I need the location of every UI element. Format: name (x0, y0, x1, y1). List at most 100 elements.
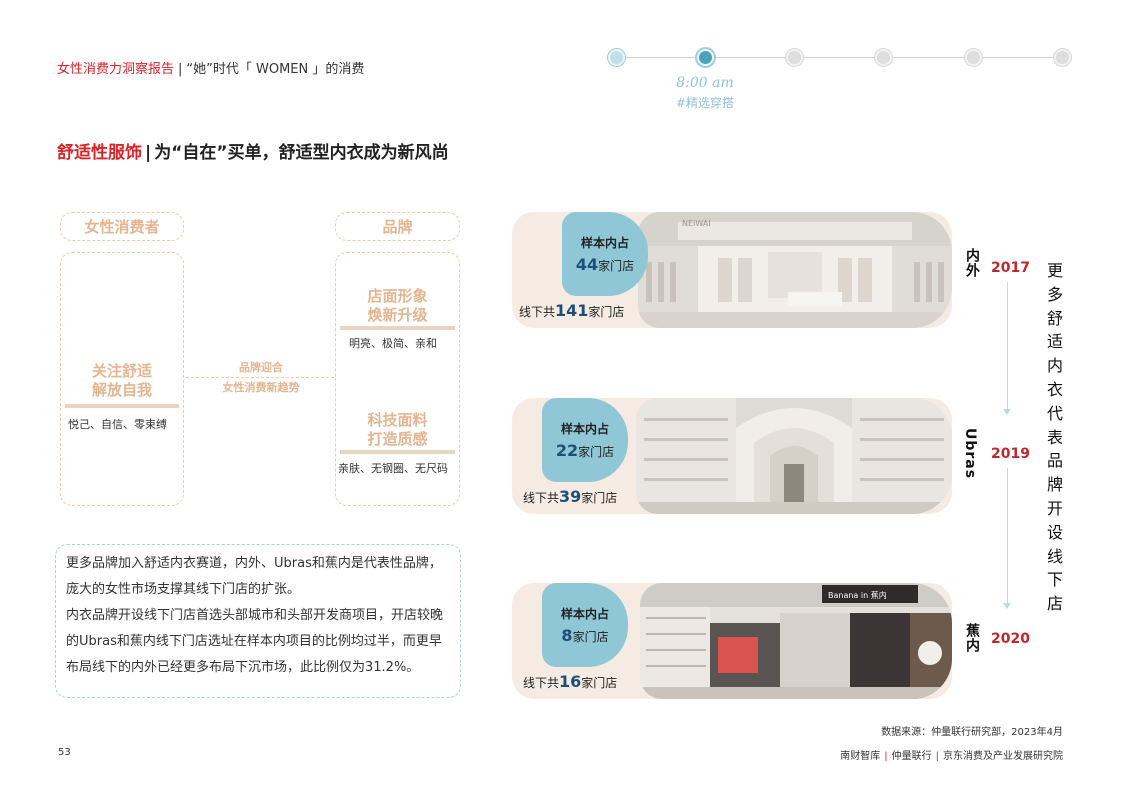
brand-name-neiwai: 内外 (964, 248, 980, 278)
arrow-down-icon (1003, 409, 1011, 415)
consumer-main-label: 关注舒适 解放自我 (60, 362, 184, 400)
store-image-ubras (636, 398, 952, 514)
brand-item2-line-2: 打造质感 (367, 430, 428, 448)
timeline-time: 8:00 am (676, 75, 734, 91)
title-text: 为“自在”买单，舒适型内衣成为新风尚 (154, 143, 449, 163)
page-number: 53 (58, 747, 71, 758)
brand-name-ubras: Ubras (962, 428, 978, 480)
sample-badge-bananain: 样本内占 8家门店 (542, 583, 628, 667)
offline-stores-bananain: 线下共16家门店 (523, 672, 617, 691)
year-connector-2 (1007, 468, 1008, 604)
year-ubras: 2019 (991, 446, 1030, 462)
consumer-head-box: 女性消费者 (60, 212, 184, 241)
footer-orgs: 南财智库|仲量联行|京东消费及产业发展研究院 (840, 747, 1063, 762)
side-caption: 更多舒适内衣代表品牌开设线下店 (1046, 261, 1063, 614)
sample-label: 样本内占 (560, 607, 609, 621)
header-separator: | (178, 62, 183, 77)
report-header: 女性消费力洞察报告|“她”时代「 WOMEN 」的消费 (57, 58, 364, 77)
brand-name-bananain: 蕉内 (964, 623, 980, 653)
brand-item1-label: 店面形象 焕新升级 (335, 287, 460, 325)
consumer-desc: 悦己、自信、零束缚 (68, 418, 167, 431)
offline-prefix: 线下共 (523, 676, 560, 690)
summary-paragraph-2: 内衣品牌开设线下门店首选头部城市和头部开发商项目，开店较晚的Ubras和蕉内线下… (66, 608, 444, 675)
title-highlight: 舒适性服饰 (57, 143, 142, 163)
store-sign-bananain: Banana in 蕉内 (828, 590, 887, 600)
brand-head-box: 品牌 (335, 212, 460, 241)
offline-unit: 家门店 (581, 676, 618, 690)
store-photo-ubras (636, 398, 952, 514)
store-sign-neiwai: NEIWAI (682, 219, 711, 228)
brand-item1-line-2: 焕新升级 (367, 306, 428, 324)
sample-label: 样本内占 (560, 422, 609, 436)
year-bananain: 2020 (991, 631, 1030, 647)
brand-item2-underline (340, 450, 455, 454)
offline-stores-neiwai: 线下共141家门店 (519, 301, 624, 320)
brand-item1-underline (340, 326, 455, 330)
progress-timeline (606, 46, 1076, 76)
sample-unit: 家门店 (598, 259, 635, 273)
sample-number: 8 (561, 626, 573, 645)
offline-unit: 家门店 (588, 305, 625, 319)
store-photo-bananain: Banana in 蕉内 (640, 583, 952, 699)
consumer-head: 女性消费者 (84, 218, 160, 236)
footer-separator: | (935, 751, 939, 762)
consumer-main-line-1: 关注舒适 (91, 362, 152, 380)
timeline-step-6[interactable] (1054, 49, 1071, 66)
offline-number: 141 (555, 301, 589, 320)
brand-item1-line-1: 店面形象 (367, 287, 428, 305)
timeline-step-5[interactable] (965, 49, 982, 66)
offline-prefix: 线下共 (523, 491, 560, 505)
store-image-neiwai: NEIWAI (638, 212, 952, 328)
brand-panel (335, 252, 460, 506)
consumer-main-line-2: 解放自我 (91, 381, 152, 399)
brand-item1-desc: 明亮、极简、亲和 (349, 337, 437, 350)
brand-item2-label: 科技面料 打造质感 (335, 411, 460, 449)
footer-org-1: 南财智库 (840, 751, 881, 762)
timeline-step-1[interactable] (608, 49, 625, 66)
sample-badge-neiwai: 样本内占 44家门店 (562, 212, 648, 296)
data-source: 数据来源：仲量联行研究部，2023年4月 (881, 727, 1063, 738)
sample-number: 44 (575, 255, 599, 274)
summary-paragraph-1: 更多品牌加入舒适内衣赛道，内外、Ubras和蕉内是代表性品牌，庞大的女性市场支撑… (66, 556, 442, 597)
connector-line-1: 品牌迎合 (239, 361, 283, 374)
timeline-step-3[interactable] (786, 49, 803, 66)
timeline-step-4[interactable] (875, 49, 892, 66)
sample-unit: 家门店 (578, 445, 615, 459)
title-separator: | (145, 143, 152, 163)
store-photo-neiwai: NEIWAI (638, 212, 952, 328)
consumer-underline (65, 404, 179, 408)
connector-line (186, 377, 334, 378)
offline-number: 16 (559, 672, 582, 691)
page-title: 舒适性服饰|为“自在”买单，舒适型内衣成为新风尚 (57, 138, 449, 163)
year-connector-1 (1007, 282, 1008, 410)
sample-label: 样本内占 (580, 236, 629, 250)
brand-item2-line-1: 科技面料 (367, 411, 428, 429)
sample-number: 22 (555, 441, 579, 460)
offline-prefix: 线下共 (519, 305, 556, 319)
footer-org-3: 京东消费及产业发展研究院 (943, 751, 1063, 762)
sample-badge-ubras: 样本内占 22家门店 (542, 398, 628, 482)
footer-separator: | (884, 751, 888, 762)
sample-count: 44家门店 (576, 255, 634, 274)
timeline-step-2[interactable] (697, 49, 714, 66)
report-subtitle: “她”时代「 WOMEN 」的消费 (186, 62, 365, 77)
store-image-bananain: Banana in 蕉内 (640, 583, 952, 699)
arrow-down-icon (1003, 603, 1011, 609)
brand-card-bananain: Banana in 蕉内 样本内占 8家门店 线下共16家门店 (512, 583, 952, 699)
footer-org-2: 仲量联行 (891, 751, 932, 762)
offline-stores-ubras: 线下共39家门店 (523, 487, 617, 506)
sample-count: 22家门店 (556, 441, 614, 460)
connector-line-2: 女性消费新趋势 (222, 381, 300, 394)
consumer-panel (60, 252, 184, 506)
brand-item2-desc: 亲肤、无钢圈、无尺码 (338, 462, 448, 475)
sample-count: 8家门店 (561, 626, 608, 645)
brand-head: 品牌 (382, 218, 413, 236)
summary-box: 更多品牌加入舒适内衣赛道，内外、Ubras和蕉内是代表性品牌，庞大的女性市场支撑… (55, 544, 461, 698)
sample-unit: 家门店 (572, 630, 609, 644)
offline-unit: 家门店 (581, 491, 618, 505)
brand-card-ubras: 样本内占 22家门店 线下共39家门店 (512, 398, 952, 514)
offline-number: 39 (559, 487, 582, 506)
timeline-tag: #精选穿搭 (675, 96, 735, 110)
year-neiwai: 2017 (991, 260, 1030, 276)
report-name: 女性消费力洞察报告 (57, 62, 175, 77)
